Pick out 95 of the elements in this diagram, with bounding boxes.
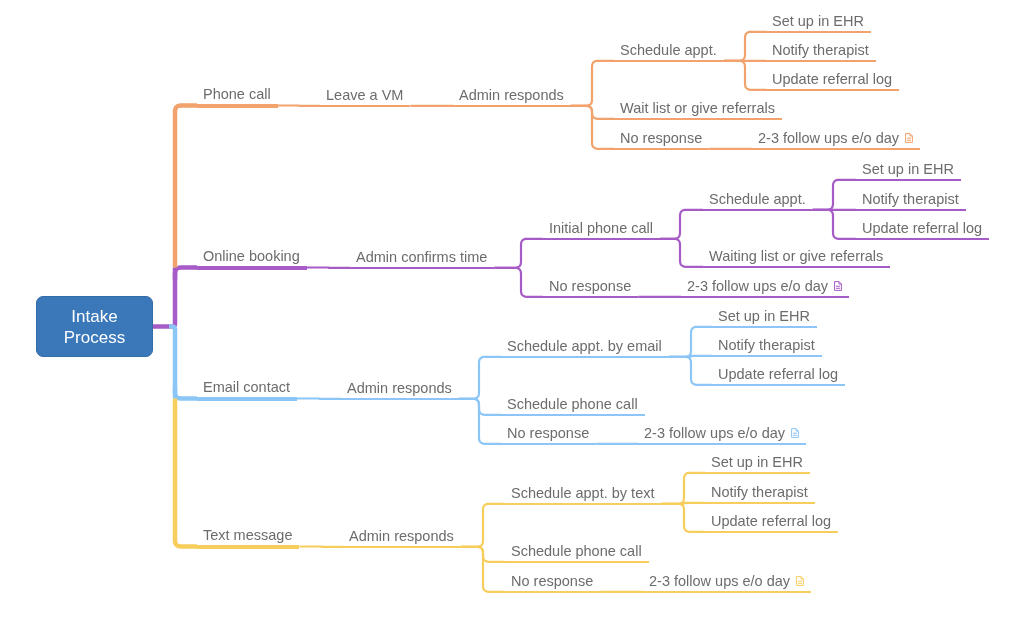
topic [766,12,871,33]
connector-line [723,59,766,62]
connector-line [172,386,197,401]
topic-text: Initial phone call [549,219,653,237]
topic-text: Set up in EHR [711,453,803,471]
topic-text: Set up in EHR [772,12,864,30]
topic-text: No response [511,572,594,590]
topic-text: Admin responds [459,86,564,104]
topic [341,379,459,400]
topic [453,86,571,107]
topic-text: 2-3 follow ups e/o day [649,572,791,590]
topic [705,483,815,504]
topic-text: Update referral log [862,219,983,237]
topic [197,247,307,270]
topic-text: No response [549,277,632,295]
topic-text: Notify therapist [862,190,959,208]
connector-line [668,354,712,358]
topic-text: No response [507,424,590,442]
topic-text: Notify therapist [772,41,869,59]
connector-line [494,237,543,269]
topic-text: 2-3 follow ups e/o day [758,129,900,147]
central-topic: Intake Process [36,296,153,357]
connector-line [570,104,614,120]
connector-line [596,442,638,445]
connector-line [172,398,197,549]
connector-line [600,590,643,593]
topic [501,395,645,416]
topic-text: Update referral log [718,365,839,383]
topic-text: 2-3 follow ups e/o day [687,277,829,295]
connector-line [660,237,703,268]
topic [343,527,461,548]
topic-text: No response [620,129,703,147]
topic-text: Wait list or give referrals [620,99,775,117]
topic-text: Schedule appt. by text [511,484,655,502]
topic-text: Update referral log [772,70,893,88]
topic [766,70,900,91]
topic-text: Schedule appt. [709,190,806,208]
topic-text: Phone call [203,85,271,103]
connector-line [277,104,320,107]
topic [505,484,662,505]
topic [766,41,876,62]
topic [643,572,812,593]
topic-text: Schedule phone call [507,395,638,413]
connector-line [169,324,178,399]
topic-text: Set up in EHR [862,160,954,178]
topic-text: Admin responds [347,379,452,397]
topic-text: Schedule appt. by email [507,337,662,355]
topic-text: Online booking [203,247,300,265]
topic [638,424,807,445]
connector-line [661,501,705,505]
topic [856,190,966,211]
topic-text: Email contact [203,378,291,396]
topic [712,336,822,357]
topic [705,512,839,533]
connector-line [172,265,197,280]
topic [705,453,810,474]
topic-text: Admin responds [349,527,454,545]
topic [752,129,921,150]
topic [856,219,990,240]
topic [505,542,649,563]
topic [712,307,817,328]
connector-line [153,324,169,329]
topic [681,277,850,298]
topic-text: Admin confirms time [356,248,488,266]
topic [197,378,298,401]
topic-text: Update referral log [711,512,832,530]
connector-line [297,397,341,400]
connector-line [458,397,501,416]
topic-text: Leave a VM [326,86,404,104]
topic [543,219,660,240]
connector-line [410,104,453,107]
topic-text: 2-3 follow ups e/o day [644,424,786,442]
connector-line [299,545,343,548]
topic [703,190,813,211]
topic-text: Schedule appt. [620,41,717,59]
topic [614,41,724,62]
topic [703,247,891,268]
topic-text: Notify therapist [718,336,815,354]
topic-text: Waiting list or give referrals [709,247,884,265]
connector-line [812,208,856,211]
topic-text: Notify therapist [711,483,808,501]
topic [501,337,669,358]
connector-line [638,295,681,298]
topic [614,99,782,120]
connector-line [460,545,505,563]
topic-text: Text message [203,526,293,544]
topic-text: Schedule phone call [511,542,642,560]
topic [712,365,846,386]
topic [350,248,495,269]
topic [197,85,278,108]
connector-line [306,266,350,269]
connector-line [709,147,752,150]
topic [856,160,961,181]
connector-line [172,103,197,268]
topic-text: Set up in EHR [718,307,810,325]
